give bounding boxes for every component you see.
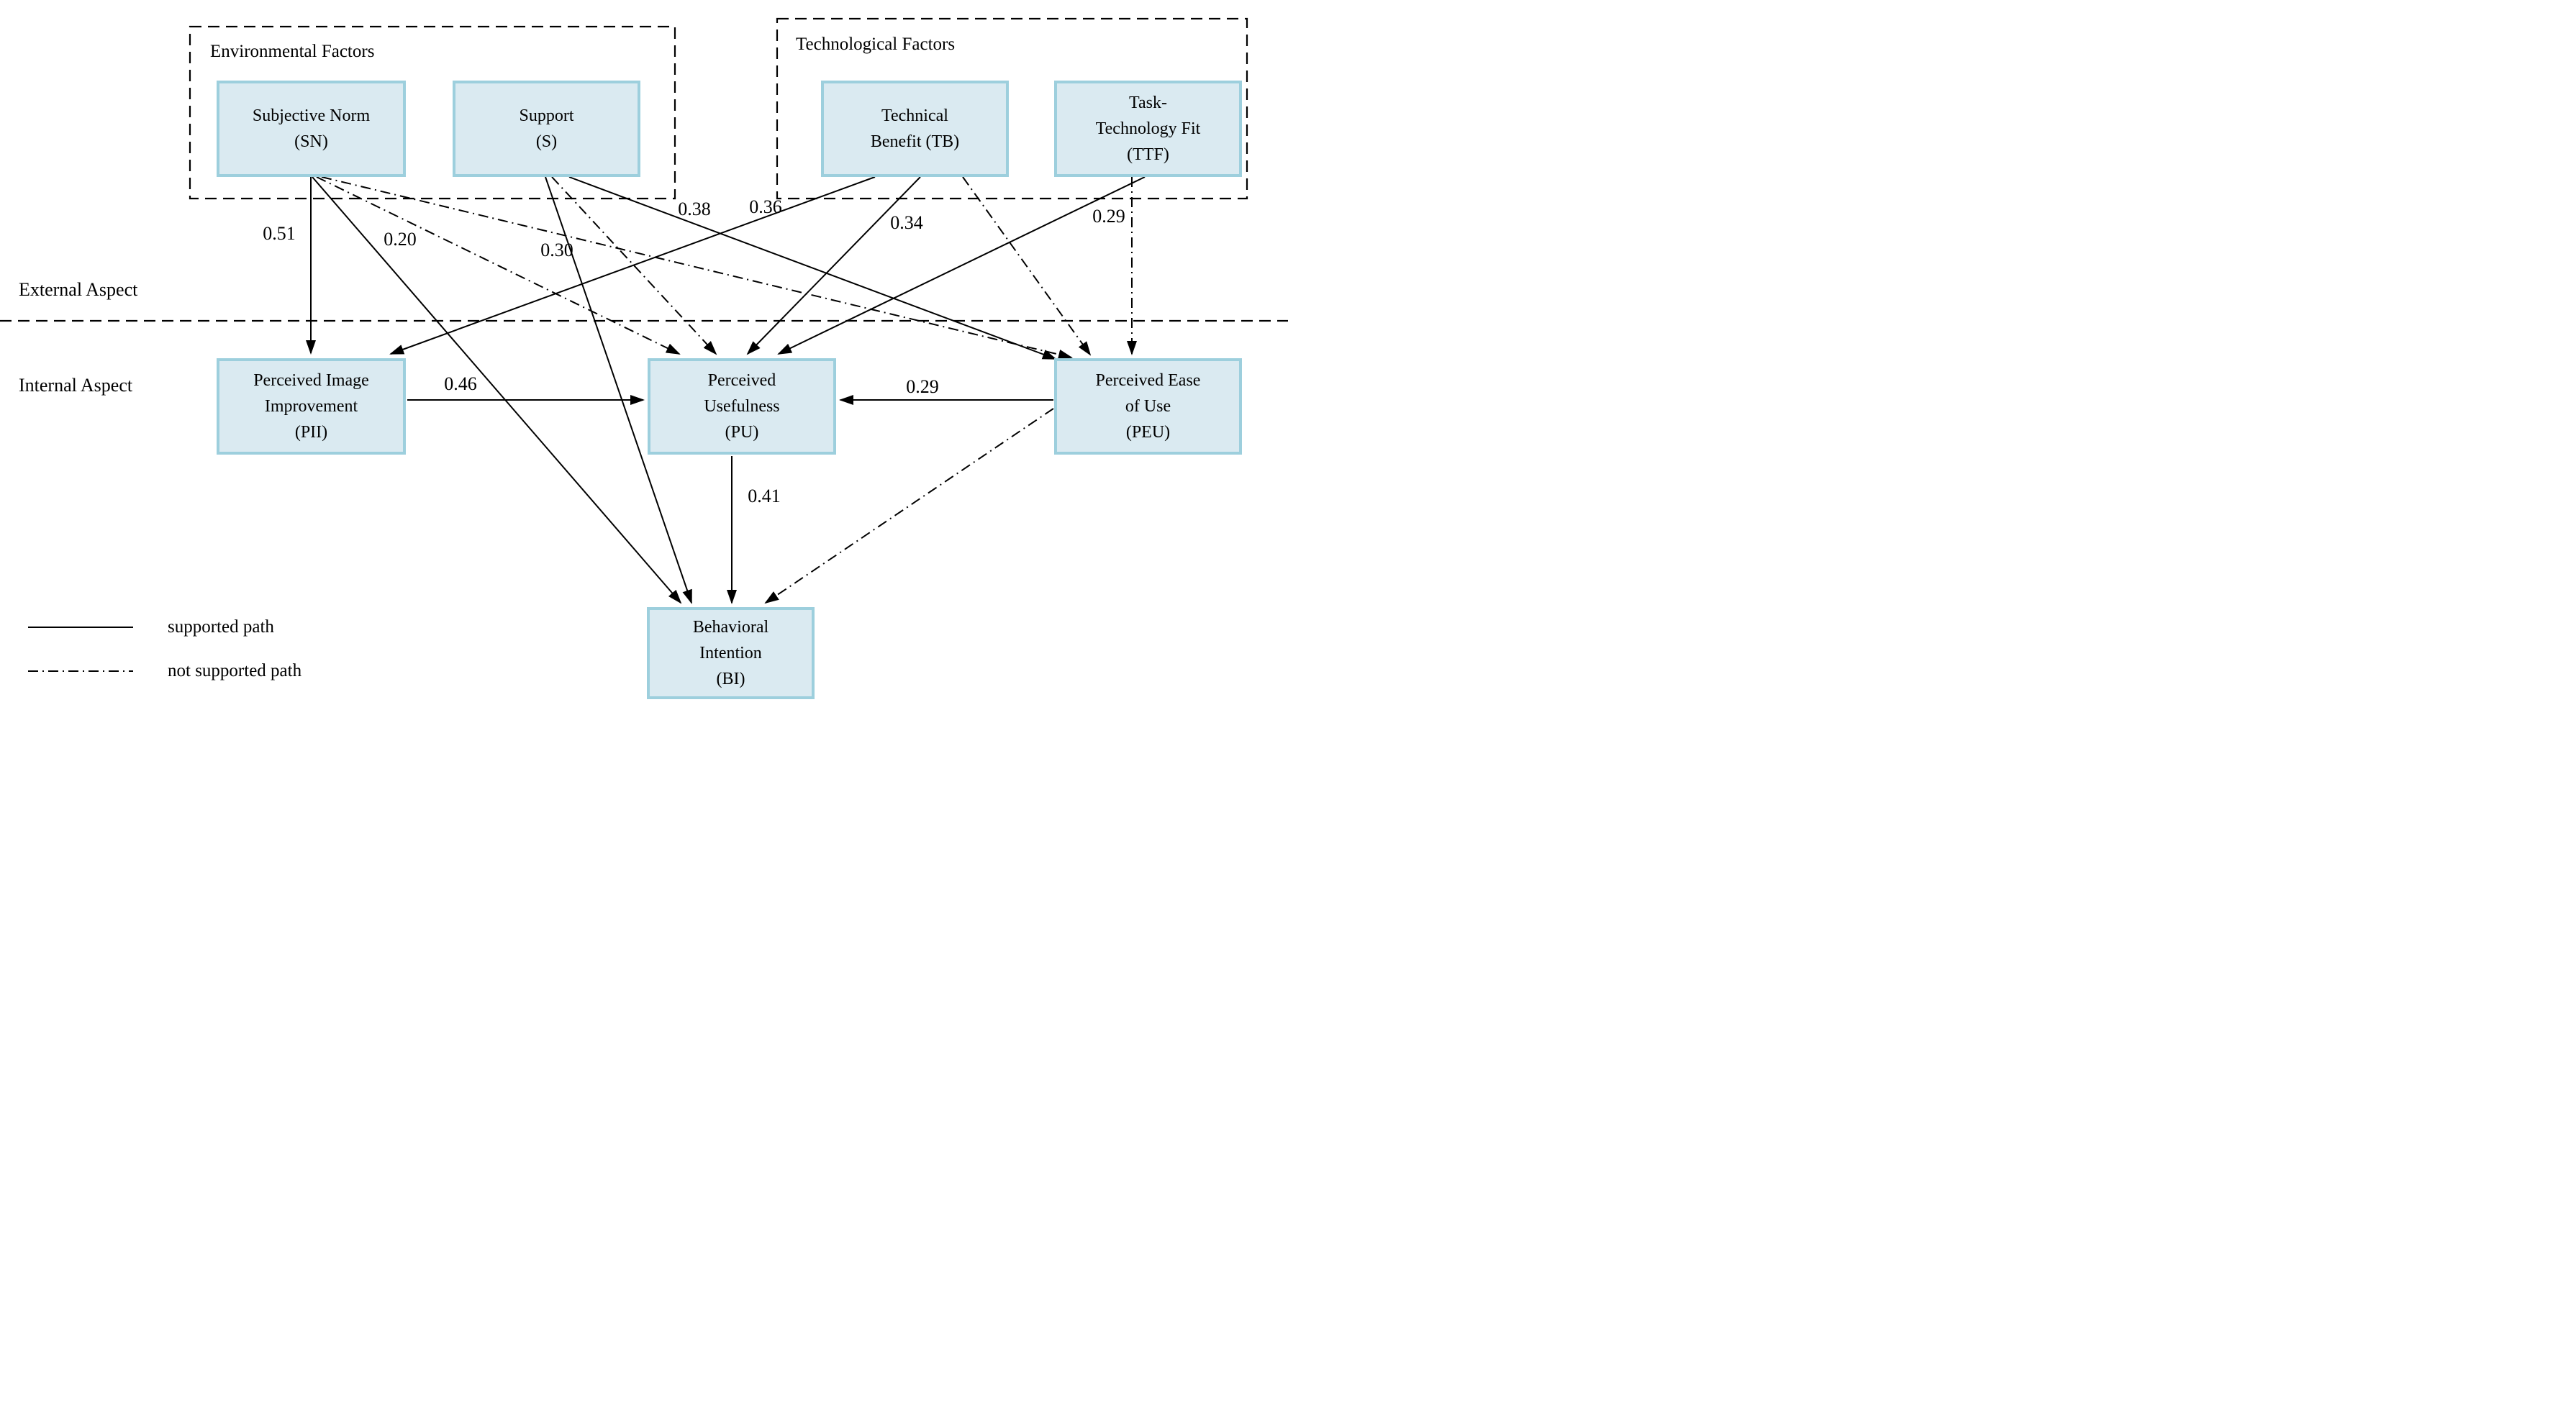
edge-sn-to-peu — [321, 176, 1073, 360]
coef-s-bi: 0.30 — [540, 240, 573, 260]
edge-tb-to-pu — [746, 176, 921, 355]
node-perceived-usefulness: Perceived Usefulness (PU) — [648, 358, 836, 455]
edge-sn-to-pu — [316, 176, 681, 355]
legend-supported-row: supported path — [27, 617, 274, 637]
coef-peu-pu: 0.29 — [906, 376, 939, 397]
node-task-technology-fit: Task- Technology Fit (TTF) — [1054, 81, 1242, 177]
node-behavioral-intention: Behavioral Intention (BI) — [647, 607, 815, 699]
legend-supported-label: supported path — [168, 617, 274, 637]
coef-pii-pu: 0.46 — [444, 373, 477, 394]
coef-sn-bi: 0.20 — [384, 229, 417, 250]
coef-tb-pii: 0.36 — [749, 196, 782, 217]
coef-s-peu: 0.38 — [678, 199, 711, 219]
edge-tb-to-pii — [389, 176, 876, 355]
technological-factors-frame — [776, 17, 1248, 200]
node-perceived-image-improvement: Perceived Image Improvement (PII) — [217, 358, 406, 455]
coef-pu-bi: 0.41 — [748, 486, 781, 506]
legend-solid-line-sample — [28, 627, 133, 628]
path-model-diagram: Environmental Factors Technological Fact… — [0, 0, 1288, 704]
edge-ttf-to-pu — [777, 176, 1146, 355]
diagram-wires — [0, 17, 1288, 604]
legend-dashdot-line-sample — [28, 670, 133, 672]
node-perceived-ease-of-use: Perceived Ease of Use (PEU) — [1054, 358, 1242, 455]
environmental-factors-label: Environmental Factors — [210, 42, 375, 61]
edge-peu-to-bi — [764, 408, 1054, 604]
node-technical-benefit: Technical Benefit (TB) — [821, 81, 1009, 177]
coef-sn-pii: 0.51 — [263, 223, 296, 244]
legend-not-supported-row: not supported path — [27, 661, 301, 681]
node-support: Support (S) — [453, 81, 640, 177]
coef-tb-pu: 0.34 — [890, 212, 923, 233]
edge-s-to-bi — [545, 176, 692, 604]
legend-not-supported-label: not supported path — [168, 661, 302, 680]
edge-tb-to-peu — [962, 176, 1092, 356]
external-aspect-label: External Aspect — [19, 279, 138, 300]
internal-aspect-label: Internal Aspect — [19, 375, 133, 396]
coef-ttf-pu: 0.29 — [1092, 206, 1125, 227]
technological-factors-label: Technological Factors — [796, 35, 956, 54]
edge-sn-to-bi — [312, 176, 682, 604]
environmental-factors-frame — [189, 25, 676, 200]
edge-s-to-peu — [568, 176, 1057, 360]
node-subjective-norm: Subjective Norm (SN) — [217, 81, 406, 177]
